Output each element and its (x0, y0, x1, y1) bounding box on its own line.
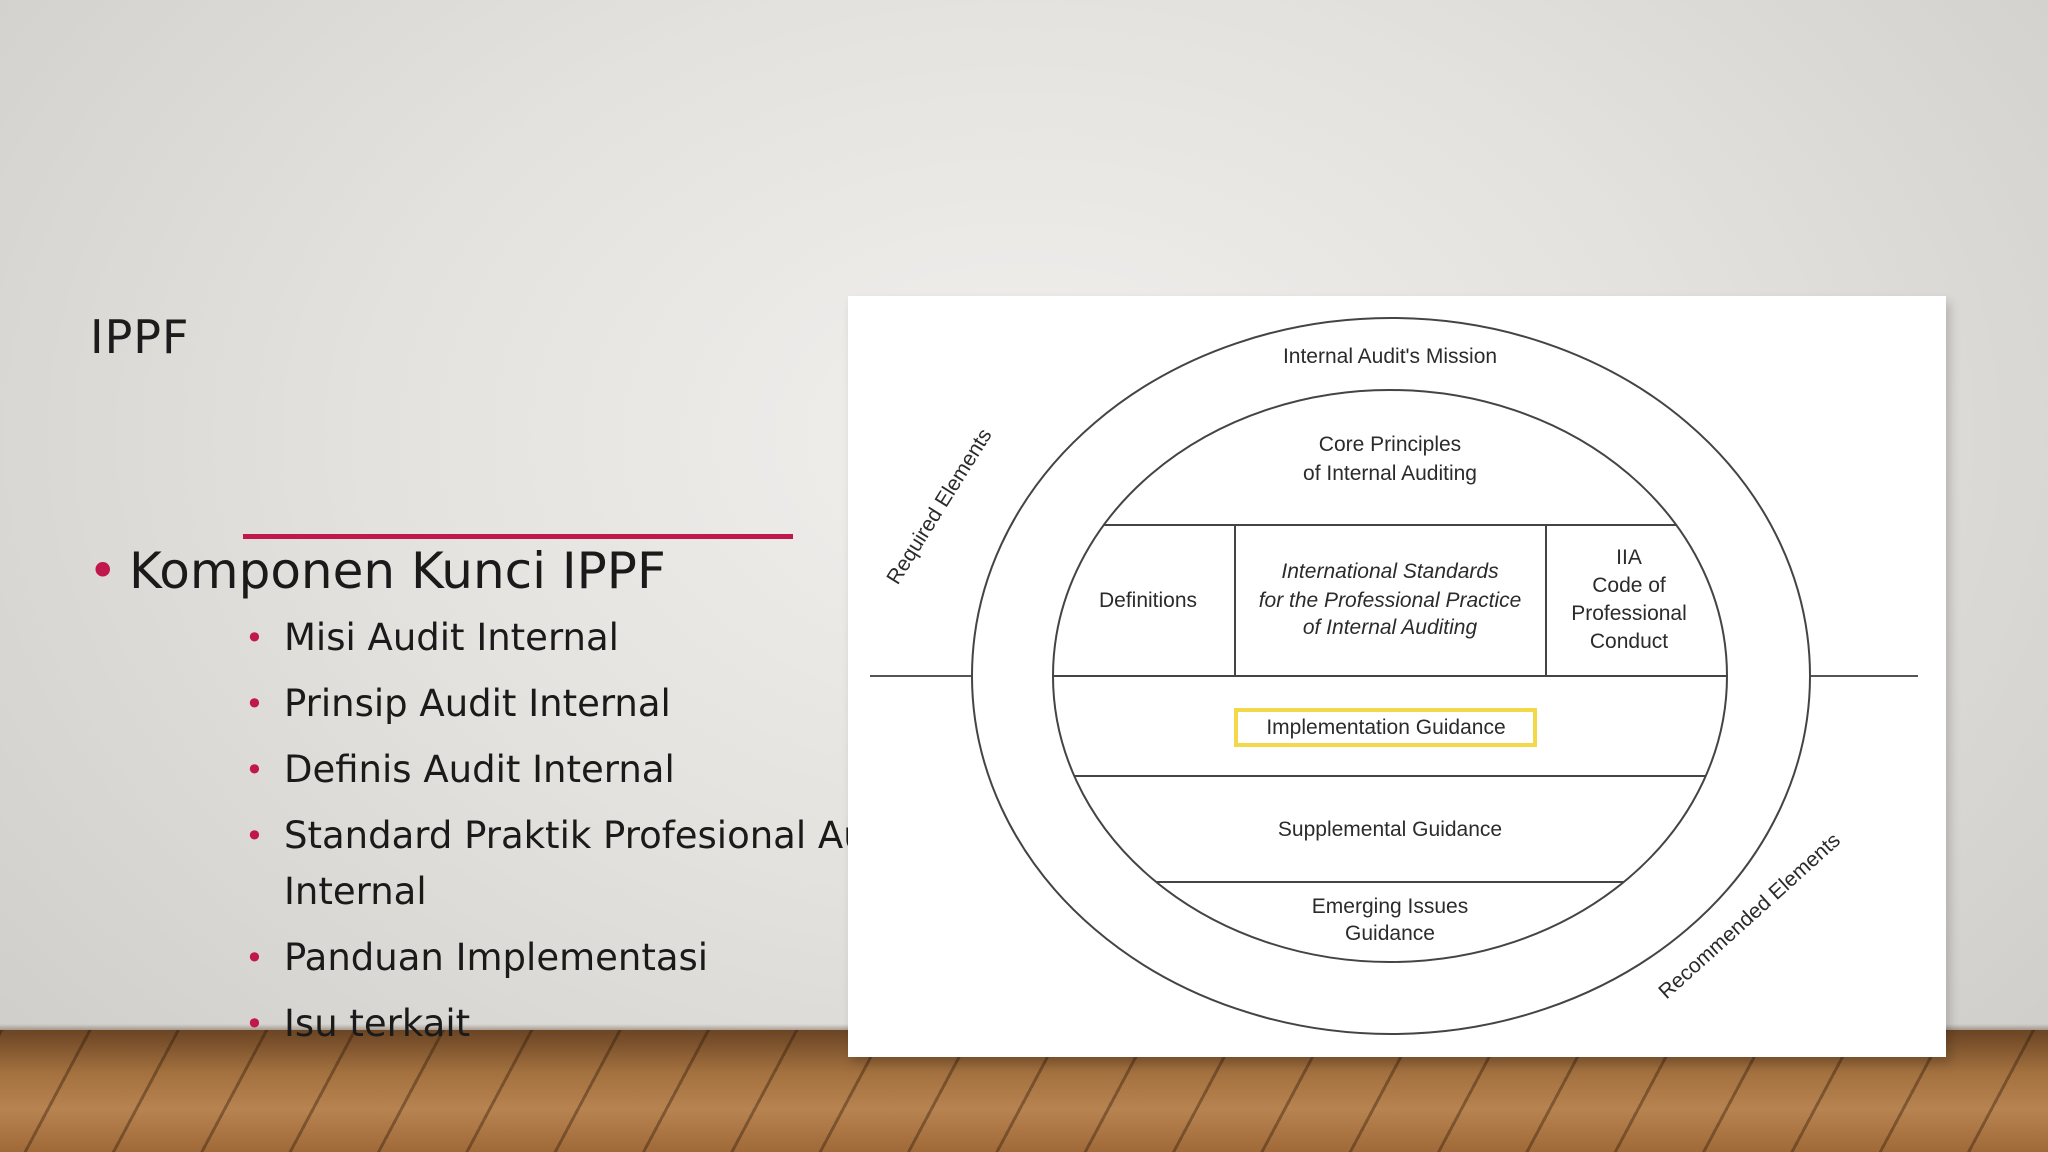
sub-bullet-issues: Isu terkait (245, 996, 924, 1052)
implementation-highlight-box (1234, 708, 1537, 747)
ippf-diagram-svg: Internal Audit's Mission Core Principles… (870, 317, 1918, 1035)
standards-label-1: International Standards (1281, 560, 1499, 583)
emerging-label-2: Guidance (1345, 922, 1435, 945)
implementation-label: Implementation Guidance (1266, 716, 1505, 739)
standards-label-3: of Internal Auditing (1303, 616, 1478, 639)
definitions-label: Definitions (1099, 589, 1197, 612)
ippf-diagram: Internal Audit's Mission Core Principles… (848, 296, 1946, 1057)
mission-label: Internal Audit's Mission (1283, 345, 1497, 368)
inner-bands (1053, 524, 1727, 883)
standards-label-2: for the Professional Practice (1259, 589, 1522, 612)
sub-bullet-implementation: Panduan Implementasi (245, 930, 924, 986)
sub-bullet-definition: Definis Audit Internal (245, 742, 924, 798)
main-bullet: Komponen Kunci IPPF (88, 540, 868, 602)
code-label-4: Conduct (1590, 630, 1668, 653)
recommended-elements-label: Recommended Elements (1654, 829, 1845, 1004)
bullet-list: Komponen Kunci IPPF Misi Audit Internal … (88, 540, 915, 1062)
supplemental-label: Supplemental Guidance (1278, 818, 1502, 841)
sub-bullet-mission: Misi Audit Internal (245, 610, 924, 666)
accent-line (243, 534, 793, 539)
slide-title: IPPF (90, 310, 190, 364)
sub-bullet-list: Misi Audit Internal Prinsip Audit Intern… (88, 610, 915, 1052)
core-principles-label-2: of Internal Auditing (1303, 462, 1477, 485)
sub-bullet-principles: Prinsip Audit Internal (245, 676, 924, 732)
code-label-1: IIA (1616, 546, 1642, 569)
core-principles-label-1: Core Principles (1319, 433, 1461, 456)
sub-bullet-standards: Standard Praktik Profesional Audit Inter… (245, 808, 924, 920)
code-label-2: Code of (1592, 574, 1666, 597)
required-elements-label: Required Elements (882, 425, 996, 589)
emerging-label-1: Emerging Issues (1312, 895, 1468, 918)
outer-ellipse (971, 317, 1811, 1035)
code-label-3: Professional (1571, 602, 1687, 625)
